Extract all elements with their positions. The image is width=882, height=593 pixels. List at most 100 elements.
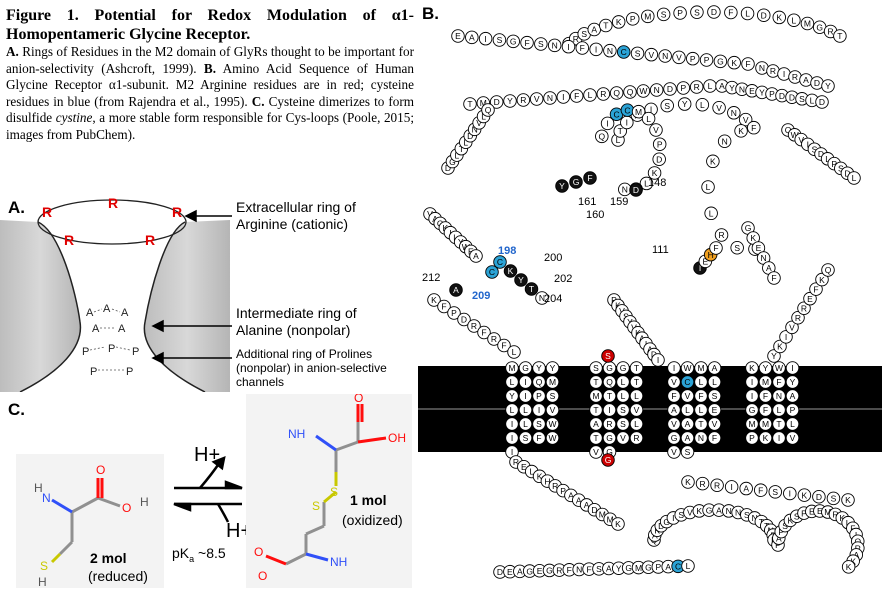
bottom-c-residue: A: [776, 533, 782, 543]
mid-right-residue: A: [766, 263, 772, 273]
topology-diagram: ARSATKPMSPSDFLDKLMGRTEAISGFSNIFINCSVNVPP…: [418, 5, 882, 579]
res-209-residue-bead: [449, 283, 463, 297]
cys-atom-s-2: S: [312, 499, 320, 513]
m2-residue: T: [593, 405, 598, 415]
m3-residue: A: [685, 433, 691, 443]
panel-a-arrows: [151, 209, 232, 365]
ct-up-residue: E: [807, 294, 813, 304]
row2-residue-bead: [561, 39, 576, 54]
bottom-b-residue: G: [706, 505, 713, 515]
ct-up-residue-bead: [791, 311, 805, 325]
loop-c-residue: P: [657, 139, 663, 149]
row2-residue: E: [455, 31, 461, 41]
row3-residue: D: [494, 97, 500, 107]
annotation-proline: Additional ring of Prolines (nonpolar) i…: [236, 347, 387, 389]
m1-residue: L: [523, 405, 528, 415]
upper-right-residue: I: [807, 140, 809, 150]
h-plus-bottom: H+: [226, 520, 253, 542]
intra-b-residue-bead: [724, 480, 739, 494]
m3-residue: A: [712, 363, 718, 373]
atom-h-amine: H: [34, 481, 43, 495]
caption-c-italic: cystine: [55, 110, 93, 125]
mid-left-c-residue: P: [451, 308, 457, 318]
caption-c-text-1: Cysteine dimerizes to form disulfide: [6, 93, 414, 126]
row3b-residue: D: [789, 92, 795, 102]
m3-residue: E: [712, 405, 718, 415]
mid-right-residue: N: [761, 253, 767, 263]
arcs-right-residue-bead: [714, 228, 729, 242]
m2-residue-bead: [589, 417, 603, 431]
m4-residue-bead: [772, 431, 786, 445]
m3-residue-bead: [667, 403, 681, 417]
m1-residue: I: [524, 377, 526, 387]
m2-residue-bead: [616, 361, 630, 375]
m1-residue-bead: [518, 361, 533, 375]
row2-residue: N: [607, 46, 613, 56]
m3-residue: F: [698, 391, 703, 401]
loop-c-residue: V: [653, 125, 659, 135]
channel-pore-diagram: R R R R R A A A A A P P P P P: [0, 195, 230, 392]
m2-residue-bead: [616, 389, 630, 403]
ring-arg-4: R: [64, 232, 74, 248]
row2b-residue: D: [814, 78, 820, 88]
row2-residue-bead: [603, 43, 617, 58]
row2-residue: F: [580, 43, 585, 53]
bottom-b-residue: S: [744, 510, 750, 520]
m4-residue: I: [778, 433, 780, 443]
atom-s: S: [40, 559, 48, 573]
arcs-right-residue-bead: [734, 124, 748, 138]
res-198-residue: T: [529, 284, 534, 294]
m1-residue-bead: [545, 375, 560, 389]
intra-b-residue-bead: [841, 493, 855, 507]
bottom-c-residue: K: [850, 556, 856, 566]
top-chain-residue: L: [745, 9, 750, 19]
bottom-b-residue: K: [696, 506, 702, 516]
row2b-residue: R: [770, 66, 776, 76]
m4-residue: P: [790, 405, 796, 415]
m2-m3-loop-residue-bead: [651, 353, 665, 367]
top-chain-residue: S: [694, 7, 700, 17]
top-chain-residue: A: [591, 25, 597, 35]
bottom-a-residue-bead: [681, 559, 695, 573]
loop-c-residue: N: [622, 185, 628, 195]
intra-b-residue-bead: [783, 486, 797, 501]
m2-m3-loop-residue: I: [657, 355, 659, 365]
m2-residue-bead: [629, 417, 644, 431]
bottom-c-residue: M: [824, 507, 831, 517]
upper-right-residue: D: [844, 168, 850, 178]
res-198-residue: C: [497, 257, 503, 267]
bottom-c-residue: A: [853, 550, 859, 560]
top-chain-residue-bead: [690, 5, 704, 19]
dark-a-residue: Y: [559, 181, 565, 191]
num-161: 161: [578, 196, 596, 208]
m1-residue: S: [550, 391, 556, 401]
m1-residue-bead: [518, 403, 533, 417]
row2-residue-bead: [658, 49, 672, 63]
cys-atom-o-2: O: [254, 545, 263, 559]
mid-left-a-residue: T: [459, 144, 464, 154]
m2-residue-bead: [616, 403, 630, 417]
row2-residue-bead: [672, 50, 686, 65]
num-209: 209: [472, 290, 490, 302]
m3-residue: L: [699, 377, 704, 387]
m1-residue-bead: [545, 431, 560, 445]
ct-up-residue: Y: [771, 351, 777, 361]
loop-upper-residue: L: [700, 100, 705, 110]
loop-c-residue-bead: [639, 176, 654, 191]
row3b-residue: D: [779, 91, 785, 101]
bottom-c-residue-bead: [841, 560, 856, 574]
mid-left-a-residue: D: [467, 131, 473, 141]
ct-up-residue-bead: [779, 330, 793, 344]
ct-up-residue-bead: [785, 320, 799, 335]
annotation-arginine: Extracellular ring of Arginine (cationic…: [236, 199, 356, 232]
row3-residue: Q: [627, 87, 634, 97]
m3-residue-bead: [667, 361, 681, 375]
m2-residue-bead: [589, 389, 603, 403]
m4-residue-bead: [758, 389, 773, 403]
row3-residue: N: [654, 85, 660, 95]
m2-residue-bead: [602, 431, 617, 445]
top-chain-residue-bead: [772, 10, 787, 25]
m4-residue-bead: [785, 431, 800, 445]
m2-residue: G: [606, 447, 613, 457]
m4-residue: L: [790, 419, 795, 429]
